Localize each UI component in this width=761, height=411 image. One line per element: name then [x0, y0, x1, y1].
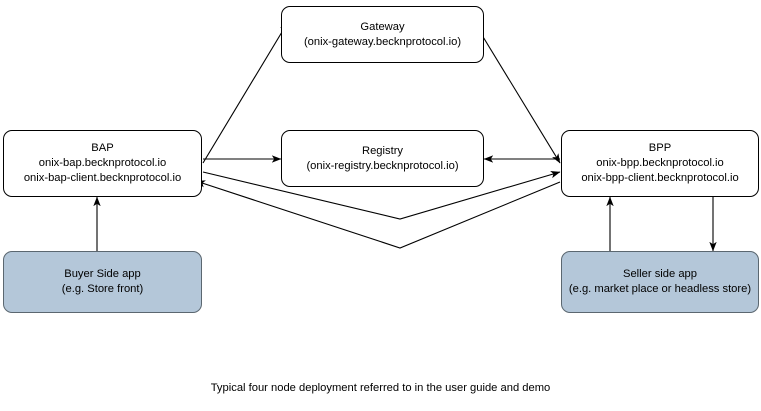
node-bap-subtitle: onix-bap.becknprotocol.io — [38, 157, 167, 169]
node-bpp-subtitle: onix-bpp.becknprotocol.io — [596, 157, 724, 169]
node-buyer-side-app[interactable]: Buyer Side app (e.g. Store front) — [3, 251, 202, 313]
node-buyer-subtitle: (e.g. Store front) — [61, 283, 144, 295]
edge-bpp-to-bap — [195, 180, 561, 249]
node-bap-title: BAP — [91, 142, 114, 154]
node-bap-subtitle-2: onix-bap-client.becknprotocol.io — [23, 172, 182, 184]
node-gateway-title: Gateway — [360, 20, 405, 33]
node-registry-subtitle: (onix-registry.becknprotocol.io) — [306, 159, 459, 172]
edge-bap-to-gateway — [202, 21, 289, 164]
node-gateway-subtitle: (onix-gateway.becknprotocol.io) — [303, 35, 462, 48]
node-seller-side-app[interactable]: Seller side app (e.g. market place or he… — [561, 251, 759, 313]
diagram-caption: Typical four node deployment referred to… — [210, 382, 551, 394]
node-bpp-title: BPP — [648, 142, 672, 154]
node-bpp-subtitle-2: onix-bpp-client.becknprotocol.io — [581, 172, 739, 184]
node-registry-title: Registry — [361, 144, 404, 157]
node-seller-subtitle: (e.g. market place or headless store) — [568, 283, 752, 295]
node-bpp[interactable]: BPP onix-bpp.becknprotocol.io onix-bpp-c… — [561, 130, 759, 197]
edge-gateway-to-bpp — [473, 21, 561, 164]
node-registry[interactable]: Registry (onix-registry.becknprotocol.io… — [281, 130, 484, 187]
node-gateway[interactable]: Gateway (onix-gateway.becknprotocol.io) — [281, 6, 484, 63]
node-bap[interactable]: BAP onix-bap.becknprotocol.io onix-bap-c… — [3, 130, 202, 197]
node-buyer-title: Buyer Side app — [64, 268, 141, 280]
node-seller-title: Seller side app — [622, 268, 697, 280]
